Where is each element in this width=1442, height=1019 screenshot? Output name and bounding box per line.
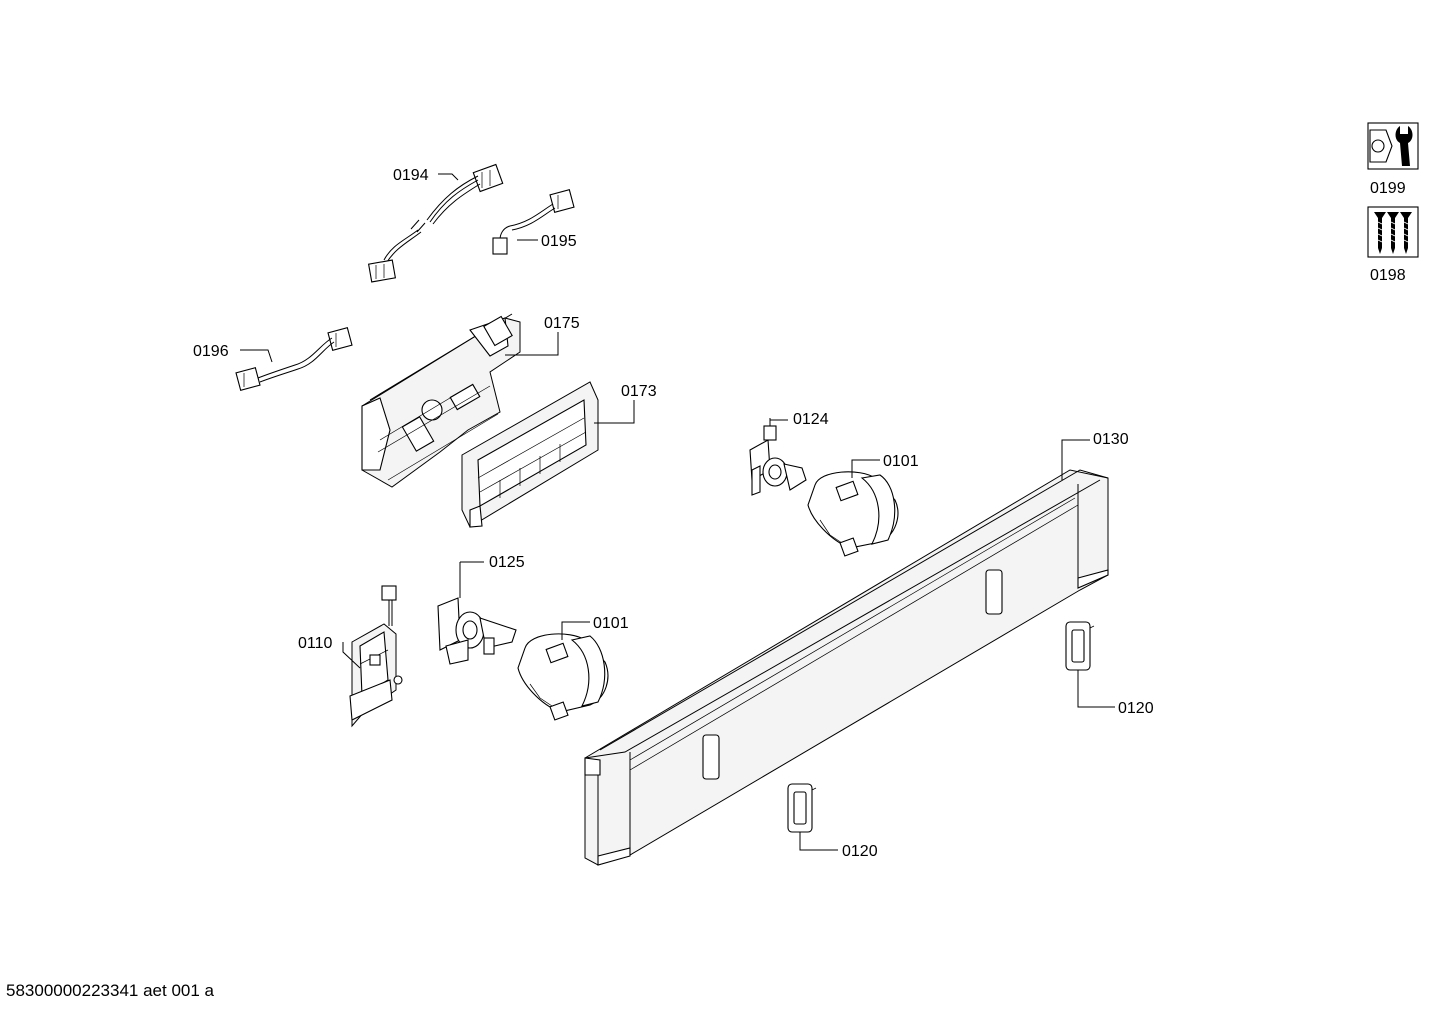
part-0120-clip-bottom[interactable] xyxy=(787,783,817,833)
part-0124-selector-switch[interactable] xyxy=(749,418,807,496)
leader-line-0101-top xyxy=(851,459,880,478)
label-0195: 0195 xyxy=(541,233,577,250)
part-0195-wire-harness[interactable] xyxy=(492,189,575,255)
label-0175: 0175 xyxy=(544,315,580,332)
part-0125-selector-switch[interactable] xyxy=(437,562,517,665)
leader-line-0175 xyxy=(505,332,559,356)
label-0130: 0130 xyxy=(1093,431,1129,448)
wrench-nut-icon[interactable] xyxy=(1367,122,1419,170)
leader-line-0194 xyxy=(438,173,459,181)
label-0120-bottom: 0120 xyxy=(842,843,878,860)
leader-line-0120-right xyxy=(1077,670,1115,708)
leader-line-0130 xyxy=(1061,439,1090,480)
label-0101-top: 0101 xyxy=(883,453,919,470)
label-0124: 0124 xyxy=(793,411,829,428)
label-0198: 0198 xyxy=(1370,267,1406,284)
leader-line-0101-bottom xyxy=(561,621,590,640)
diagram-reference-number: 58300000223341 aet 001 a xyxy=(6,981,214,1000)
leader-line-0110 xyxy=(342,642,361,669)
part-0175-control-bracket[interactable] xyxy=(361,313,521,488)
label-0194: 0194 xyxy=(393,167,429,184)
label-0199: 0199 xyxy=(1370,180,1406,197)
part-0120-clip-right[interactable] xyxy=(1065,621,1095,671)
label-0173: 0173 xyxy=(621,383,657,400)
screws-icon[interactable] xyxy=(1367,206,1419,258)
label-0101-bottom: 0101 xyxy=(593,615,629,632)
label-0120-right: 0120 xyxy=(1118,700,1154,717)
part-0110-control-module[interactable] xyxy=(349,585,403,728)
part-0101-knob-top[interactable] xyxy=(807,471,899,557)
label-0196: 0196 xyxy=(193,343,229,360)
label-0125: 0125 xyxy=(489,554,525,571)
part-0173-display-board[interactable] xyxy=(461,381,599,528)
part-0101-knob-bottom[interactable] xyxy=(517,633,609,721)
part-0130-front-panel[interactable] xyxy=(584,469,1109,866)
leader-line-0173 xyxy=(594,400,635,424)
label-0110: 0110 xyxy=(298,635,333,652)
part-0194-wire-harness[interactable] xyxy=(367,163,504,283)
leader-line-0120-bottom xyxy=(799,832,838,851)
leader-line-0196 xyxy=(240,349,273,363)
part-0196-wire-harness[interactable] xyxy=(235,327,353,391)
